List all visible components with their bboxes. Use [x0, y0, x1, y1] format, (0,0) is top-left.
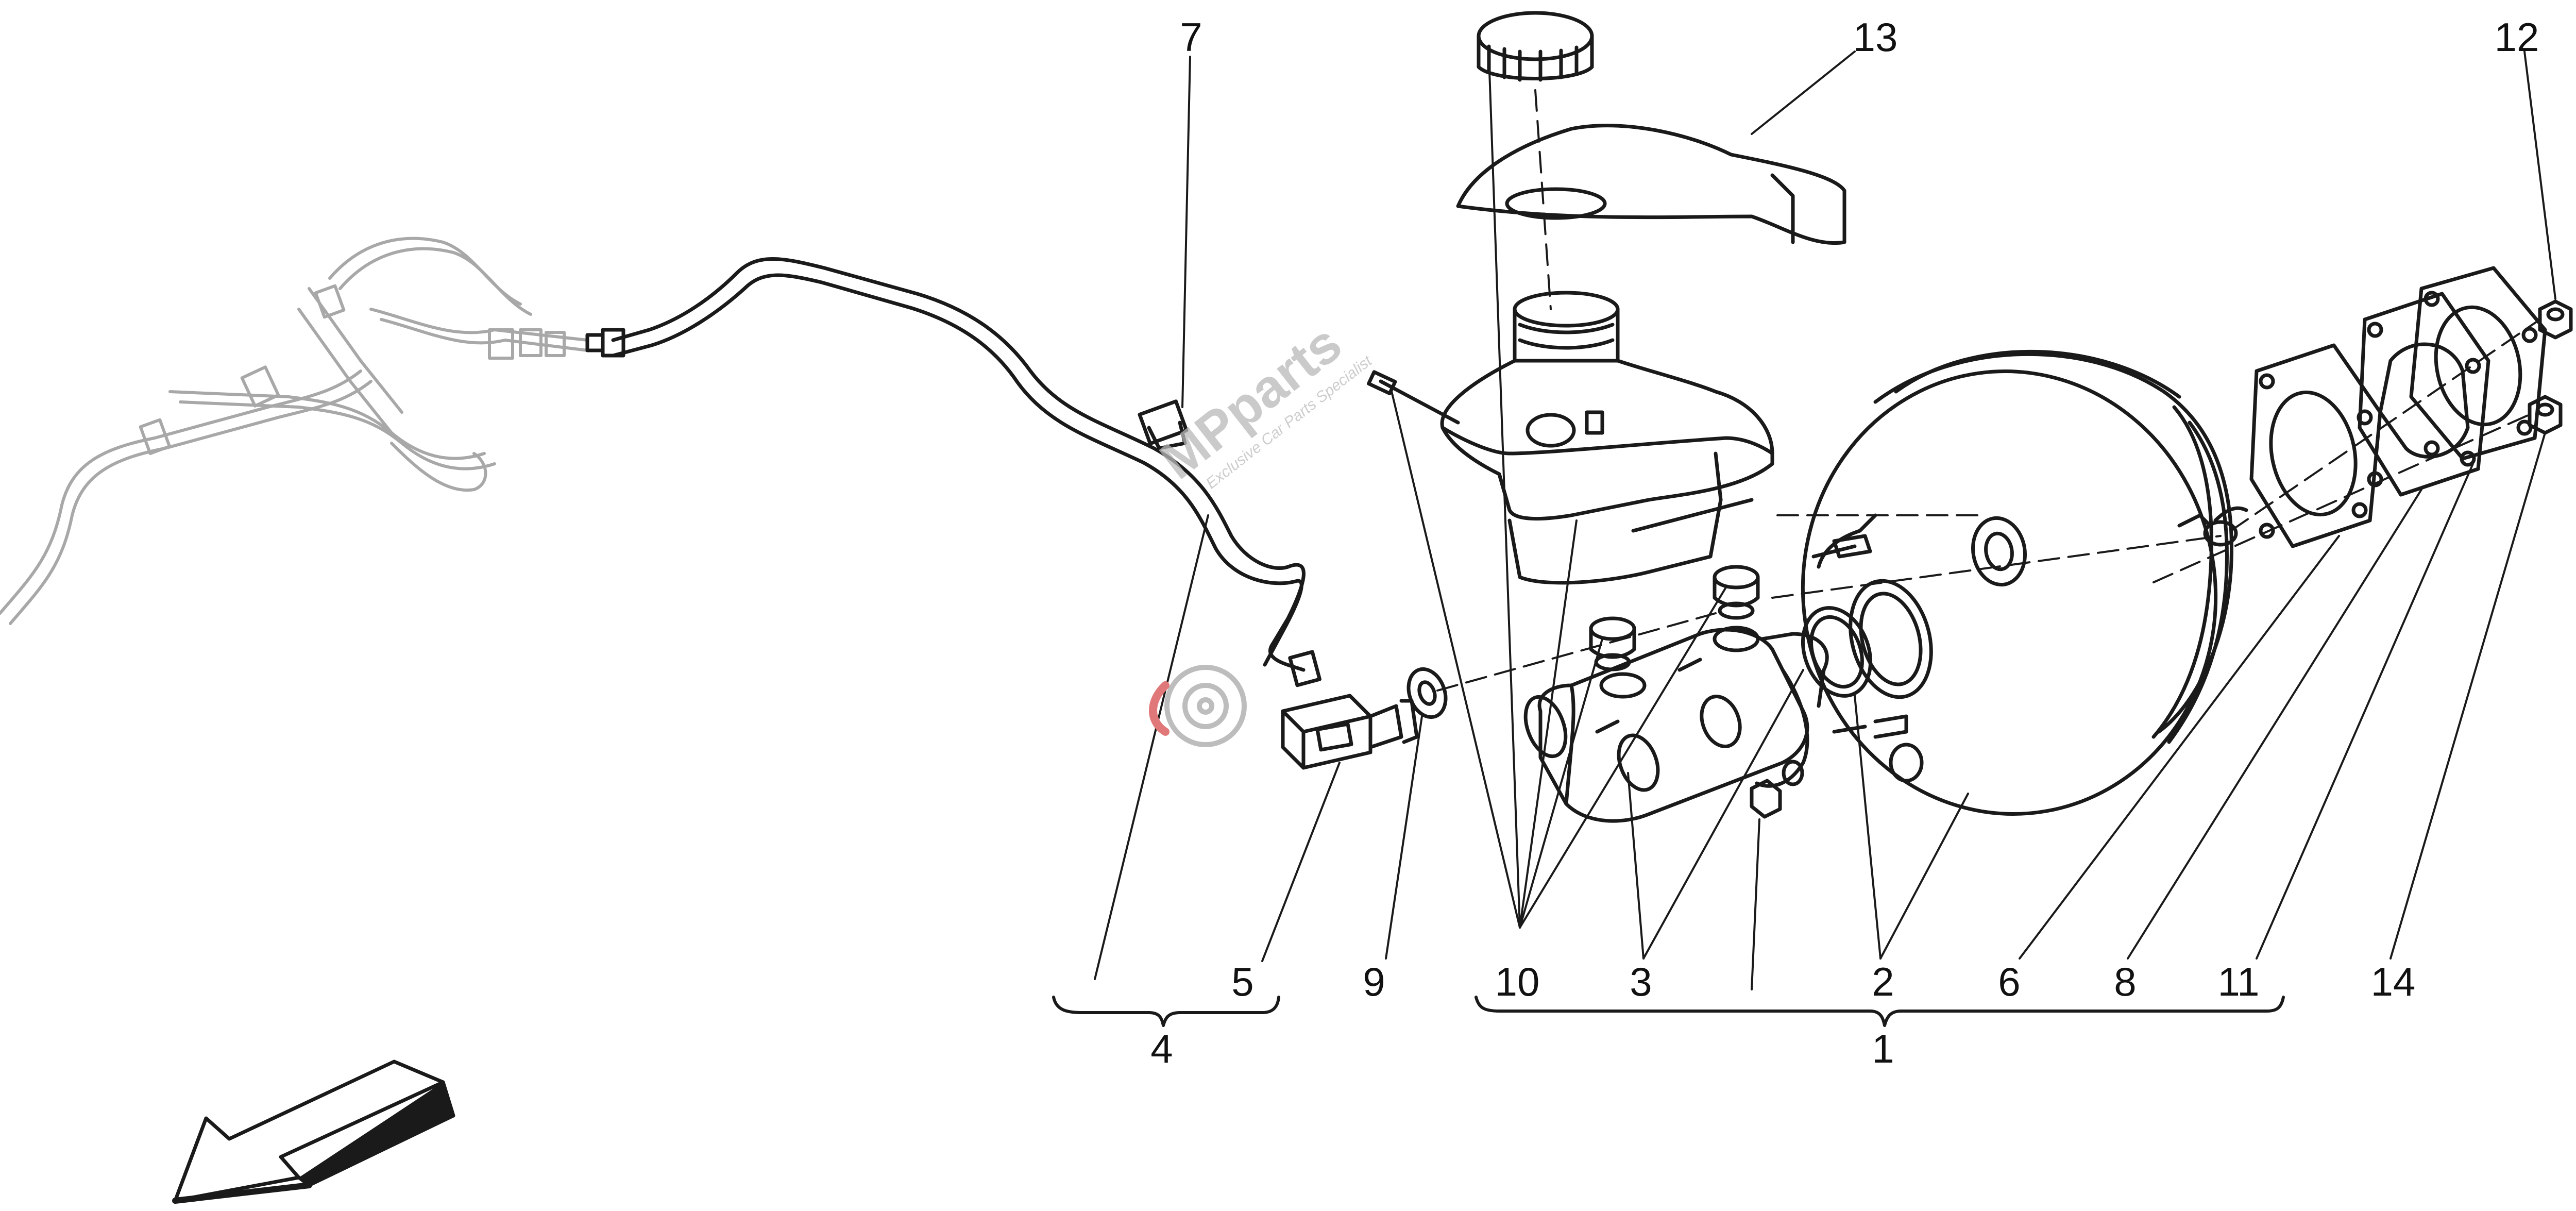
- direction-arrow-icon: [172, 1059, 455, 1204]
- callout-14: 14: [2370, 959, 2416, 1004]
- callout-12: 12: [2494, 14, 2539, 60]
- brake-pipe: [585, 257, 1321, 687]
- reservoir-cap: [1477, 11, 1594, 82]
- group-brackets: [1052, 996, 2285, 1027]
- mounting-nut: [1750, 779, 1782, 819]
- gasket-8: [2358, 292, 2490, 497]
- pipe-clip: [1138, 399, 1189, 450]
- watermark-logo: [1149, 665, 1247, 747]
- sealing-washer: [1406, 667, 1448, 719]
- callout-6: 6: [1998, 959, 2021, 1004]
- assembly-axes: [1436, 318, 2541, 692]
- cap-axis-line: [1534, 89, 1552, 310]
- callout-8: 8: [2114, 959, 2137, 1004]
- nut-12: [2538, 299, 2573, 340]
- callout-7: 7: [1180, 14, 1202, 60]
- pressure-sensor: [1281, 694, 1419, 770]
- callout-13: 13: [1853, 14, 1898, 60]
- ghost-pipework: [0, 237, 589, 625]
- reservoir-grommets: [1589, 565, 1760, 671]
- callout-3: 3: [1630, 959, 1652, 1004]
- callout-1: 1: [1872, 1026, 1894, 1071]
- callout-11: 11: [2217, 959, 2260, 1004]
- callout-9: 9: [1363, 959, 1385, 1004]
- brake-fluid-reservoir: [1367, 291, 1774, 585]
- brake-booster: [1801, 349, 2248, 816]
- gasket-6: [2249, 343, 2382, 548]
- reservoir-shield: [1456, 124, 1846, 245]
- callout-2: 2: [1872, 959, 1894, 1004]
- callout-10: 10: [1495, 959, 1540, 1004]
- leader-lines: [1094, 51, 2556, 990]
- nut-14: [2528, 395, 2563, 435]
- callout-5: 5: [1231, 959, 1254, 1004]
- gasket-11: [2409, 266, 2547, 461]
- callout-4: 4: [1150, 1026, 1173, 1071]
